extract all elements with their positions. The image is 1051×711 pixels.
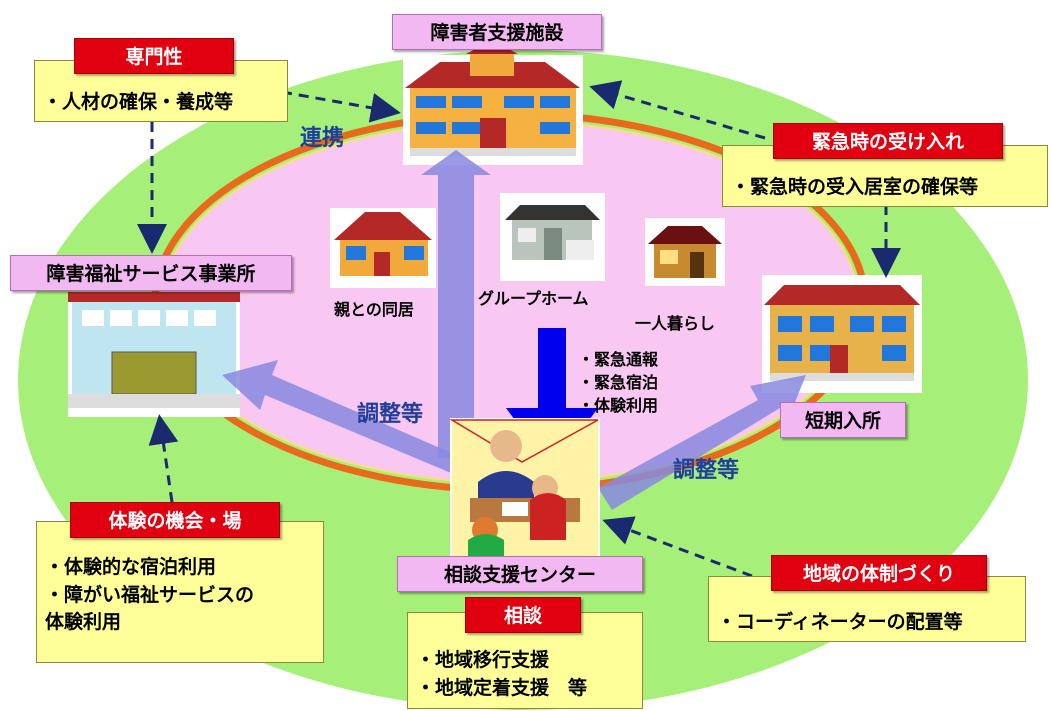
emergency-service-call: ・緊急通報: [578, 350, 659, 369]
consult-center-label: 相談支援センター: [397, 556, 643, 592]
consult-item-transition: ・地域移行支援: [416, 649, 550, 671]
consult-item-settlement: ・地域定着支援 等: [416, 676, 588, 699]
regional-item: ・コーディネーターの配置等: [717, 611, 963, 633]
consult-items: ・地域移行支援 ・地域定着支援 等: [416, 647, 587, 702]
arrow-center-to-shortstay: [598, 375, 806, 510]
experience-items: ・体験的な宿泊利用 ・障がい福祉サービスの 体験利用: [45, 554, 254, 637]
emergency-services-list: ・緊急通報 ・緊急宿泊 ・体験利用: [578, 348, 658, 418]
expertise-item: ・人材の確保・養成等: [43, 91, 234, 113]
service-office-label: 障害福祉サービス事業所: [10, 255, 292, 291]
facility-label: 障害者支援施設: [392, 14, 602, 50]
alone-home-label: 一人暮らし: [635, 314, 716, 333]
parents-house-icon: [330, 208, 436, 288]
facility-building-icon: [403, 40, 583, 165]
emergency-title: 緊急時の受け入れ: [773, 123, 1003, 159]
adjust-left-label: 調整等: [357, 402, 424, 427]
dash-experience-to-office: [148, 414, 179, 503]
dash-regional-to-center: [602, 516, 753, 578]
consultation-illustration: [449, 418, 600, 564]
emergency-service-stay: ・緊急宿泊: [578, 373, 659, 393]
adjust-right-label: 調整等: [673, 458, 740, 483]
group-home-icon: [500, 193, 605, 281]
regional-title: 地域の体制づくり: [771, 555, 987, 591]
arrow-center-to-office: [222, 360, 463, 478]
arrow-center-to-facility: [421, 150, 491, 458]
single-house-icon: [645, 218, 725, 286]
dash-expertise-to-facility: [281, 90, 401, 123]
parents-home-label: 親との同居: [334, 300, 414, 319]
experience-box: ・体験的な宿泊利用 ・障がい福祉サービスの 体験利用: [36, 521, 324, 663]
renkei-label: 連携: [300, 126, 345, 151]
dash-emergency-to-facility: [589, 80, 766, 140]
emergency-item: ・緊急時の受入居室の確保等: [731, 176, 979, 198]
short-stay-label: 短期入所: [780, 402, 906, 438]
short-stay-building-icon: [762, 275, 922, 393]
experience-title: 体験の機会・場: [70, 502, 280, 538]
experience-item-stay: ・体験的な宿泊利用: [45, 556, 217, 578]
group-home-label: グループホーム: [478, 289, 589, 308]
experience-item-use: 体験利用: [45, 611, 122, 634]
emergency-service-trial: ・体験利用: [578, 396, 659, 416]
consult-title: 相談: [465, 597, 581, 633]
experience-item-service: ・障がい福祉サービスの: [45, 583, 255, 606]
service-office-building-icon: [68, 292, 240, 417]
expertise-title: 専門性: [74, 38, 234, 74]
